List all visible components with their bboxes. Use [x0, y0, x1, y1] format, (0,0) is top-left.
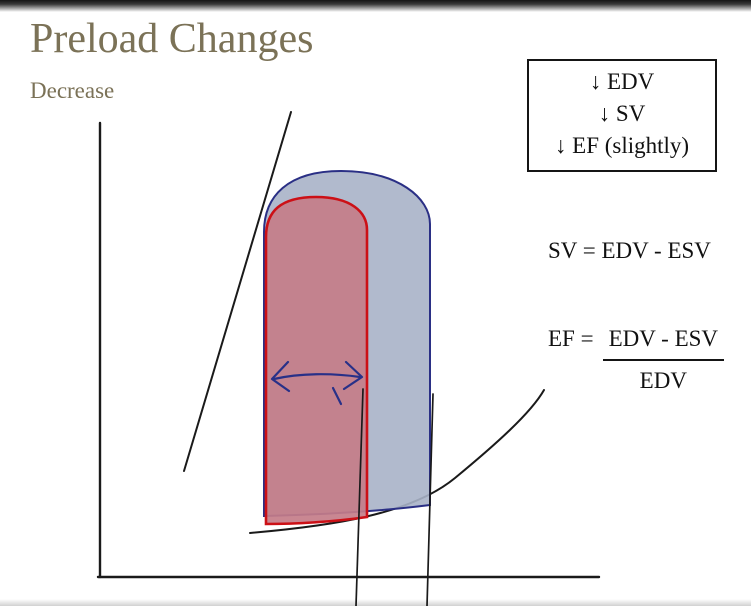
ef-denominator: EDV [639, 368, 687, 393]
width-arrow-stray-tick [331, 386, 343, 406]
width-arrow-left-head [270, 360, 291, 393]
bottom-edge-shadow [0, 599, 751, 606]
ef-fraction: EDV - ESV EDV [602, 326, 725, 394]
slide-title: Preload Changes [30, 16, 314, 62]
annotation-box: ↓ EDV ↓ SV ↓ EF (slightly) [527, 59, 717, 172]
volume-marker-left [355, 388, 364, 606]
annotation-line-sv: ↓ SV [598, 101, 646, 126]
width-arrow-shaft [272, 373, 362, 381]
annotation-line-edv: ↓ EDV [589, 69, 655, 94]
width-arrow-right-head [342, 360, 364, 391]
sv-formula: SV = EDV - ESV [548, 238, 711, 263]
edpvr-curve [249, 389, 545, 534]
volume-markers [355, 388, 434, 606]
ef-formula: EF = EDV - ESV EDV [548, 326, 725, 394]
slide-subtitle: Decrease [30, 78, 115, 103]
width-arrow [270, 360, 364, 406]
decreased-pv-loop [264, 195, 369, 526]
volume-marker-right [426, 393, 434, 606]
ef-numerator: EDV - ESV [602, 326, 725, 361]
espvr-line [183, 111, 292, 472]
decreased-loop-group [264, 195, 369, 526]
axes-and-curves [96, 111, 601, 579]
annotation-line-ef: ↓ EF (slightly) [554, 133, 690, 158]
top-edge-shadow [0, 0, 751, 12]
ef-formula-label: EF = [548, 326, 594, 351]
